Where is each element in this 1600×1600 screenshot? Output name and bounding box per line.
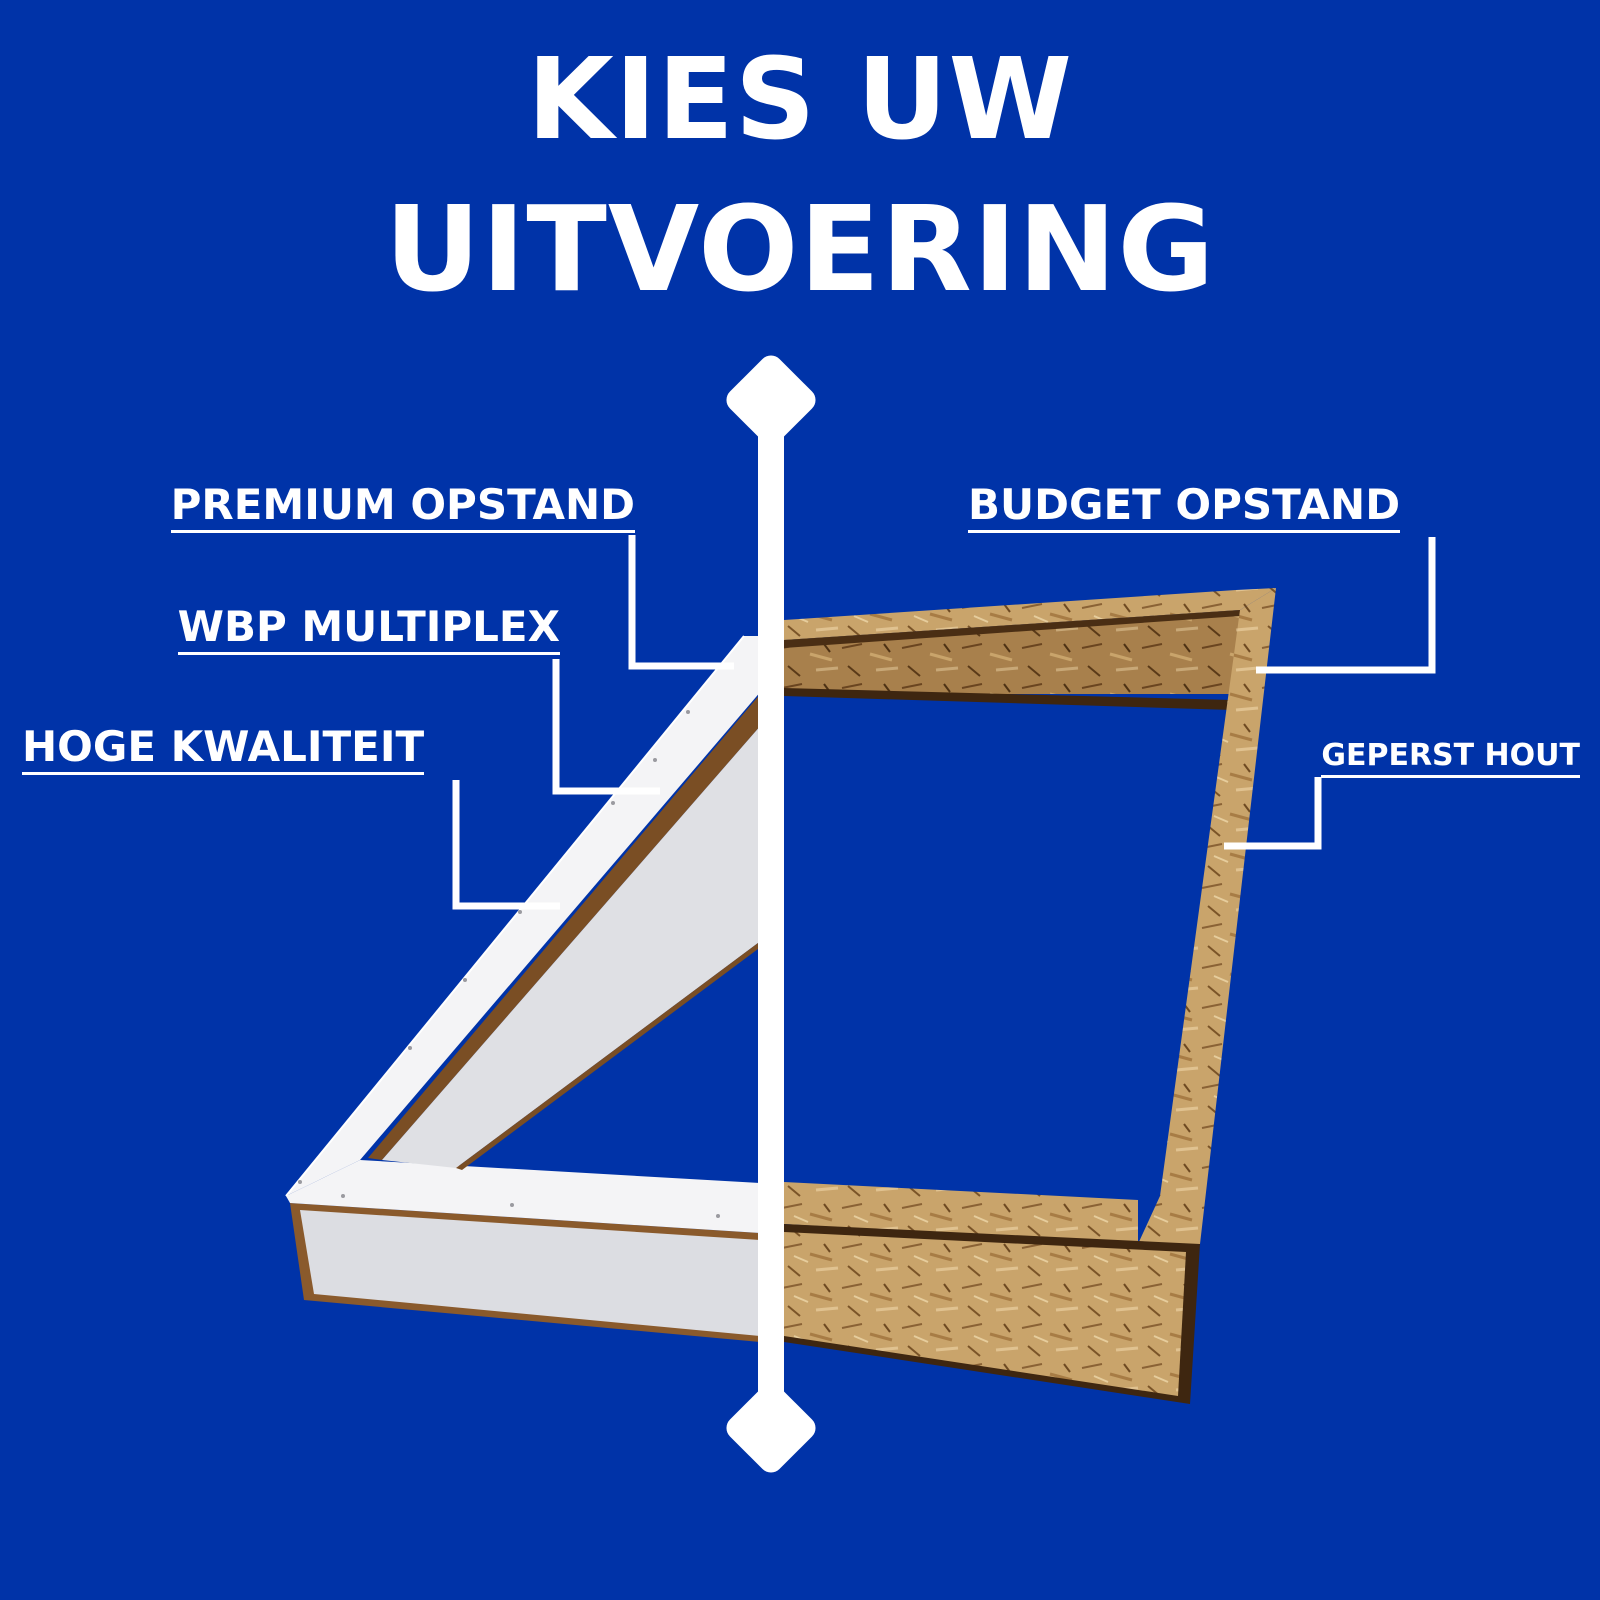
premium-option-label: PREMIUM OPSTAND [170, 484, 635, 533]
budget-option-label: BUDGET OPSTAND [968, 484, 1401, 533]
diamond-marker-top-icon [726, 355, 816, 445]
feature-label-geperst-hout: GEPERST HOUT [1321, 741, 1580, 778]
diamond-marker-bottom-icon [726, 1383, 816, 1473]
feature-label-hoge-kwaliteit: HOGE KWALITEIT [22, 726, 425, 775]
feature-label-wbp-multiplex: WBP MULTIPLEX [177, 606, 560, 655]
page-title-line-2: UITVOERING [384, 180, 1216, 318]
premium-frame [285, 635, 762, 1342]
page-title-line-1: KIES UW [526, 35, 1074, 165]
leader-lines [452, 535, 1436, 910]
budget-frame [784, 588, 1276, 1404]
divider [726, 355, 816, 1473]
